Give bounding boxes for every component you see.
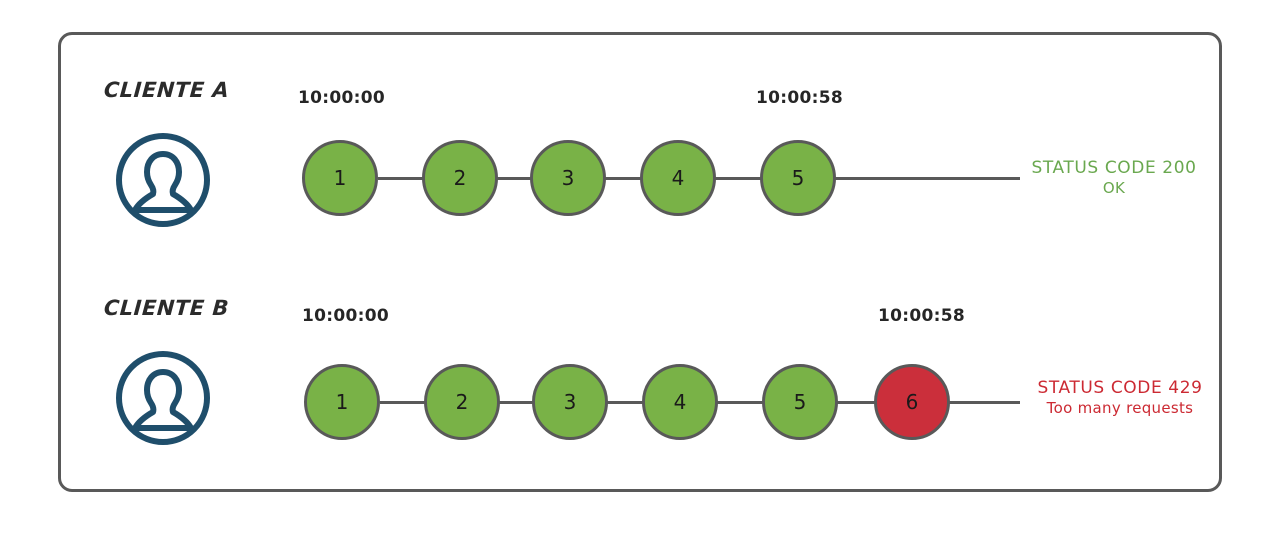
user-avatar-icon (113, 130, 213, 230)
status-description-b: Too many requests (1046, 399, 1194, 418)
request-node-label: 2 (455, 390, 469, 414)
status-code-b: STATUS CODE 429 (1037, 378, 1203, 398)
request-node-label: 5 (793, 390, 807, 414)
request-node[interactable]: 4 (640, 140, 716, 216)
client-b-label: CLIENTE B (103, 296, 230, 320)
connector-to-status (948, 401, 1020, 404)
request-node[interactable]: 4 (642, 364, 718, 440)
request-node-label: 1 (335, 390, 349, 414)
timestamp-end-a: 10:00:58 (756, 88, 843, 108)
timestamp-start-b: 10:00:00 (302, 306, 389, 326)
diagram-frame (58, 32, 1222, 492)
request-node[interactable]: 5 (760, 140, 836, 216)
client-a-label: CLIENTE A (103, 78, 231, 102)
request-node-label: 4 (673, 390, 687, 414)
request-node[interactable]: 2 (424, 364, 500, 440)
timestamp-end-b: 10:00:58 (878, 306, 965, 326)
request-node-label: 2 (453, 166, 467, 190)
connector (710, 401, 764, 404)
connector (490, 177, 532, 180)
connector (378, 177, 424, 180)
request-node-label: 4 (671, 166, 685, 190)
status-description-a: OK (1102, 179, 1126, 198)
connector (708, 177, 762, 180)
request-node[interactable]: 1 (302, 140, 378, 216)
connector (836, 401, 886, 404)
connector-to-status (834, 177, 1020, 180)
request-node[interactable]: 1 (304, 364, 380, 440)
request-node-blocked[interactable]: 6 (874, 364, 950, 440)
request-node-label: 1 (333, 166, 347, 190)
status-code-a: STATUS CODE 200 (1031, 158, 1197, 178)
request-node[interactable]: 5 (762, 364, 838, 440)
connector (600, 401, 644, 404)
request-node-label: 3 (563, 390, 577, 414)
connector (598, 177, 642, 180)
request-node-label: 3 (561, 166, 575, 190)
request-node[interactable]: 3 (532, 364, 608, 440)
status-badge-a: STATUS CODE 200 OK (1022, 158, 1206, 198)
request-node-label: 6 (905, 390, 919, 414)
user-avatar-icon (113, 348, 213, 448)
status-badge-b: STATUS CODE 429 Too many requests (1022, 378, 1218, 418)
request-node[interactable]: 2 (422, 140, 498, 216)
connector (380, 401, 426, 404)
request-node[interactable]: 3 (530, 140, 606, 216)
timestamp-start-a: 10:00:00 (298, 88, 385, 108)
request-node-label: 5 (791, 166, 805, 190)
connector (492, 401, 534, 404)
